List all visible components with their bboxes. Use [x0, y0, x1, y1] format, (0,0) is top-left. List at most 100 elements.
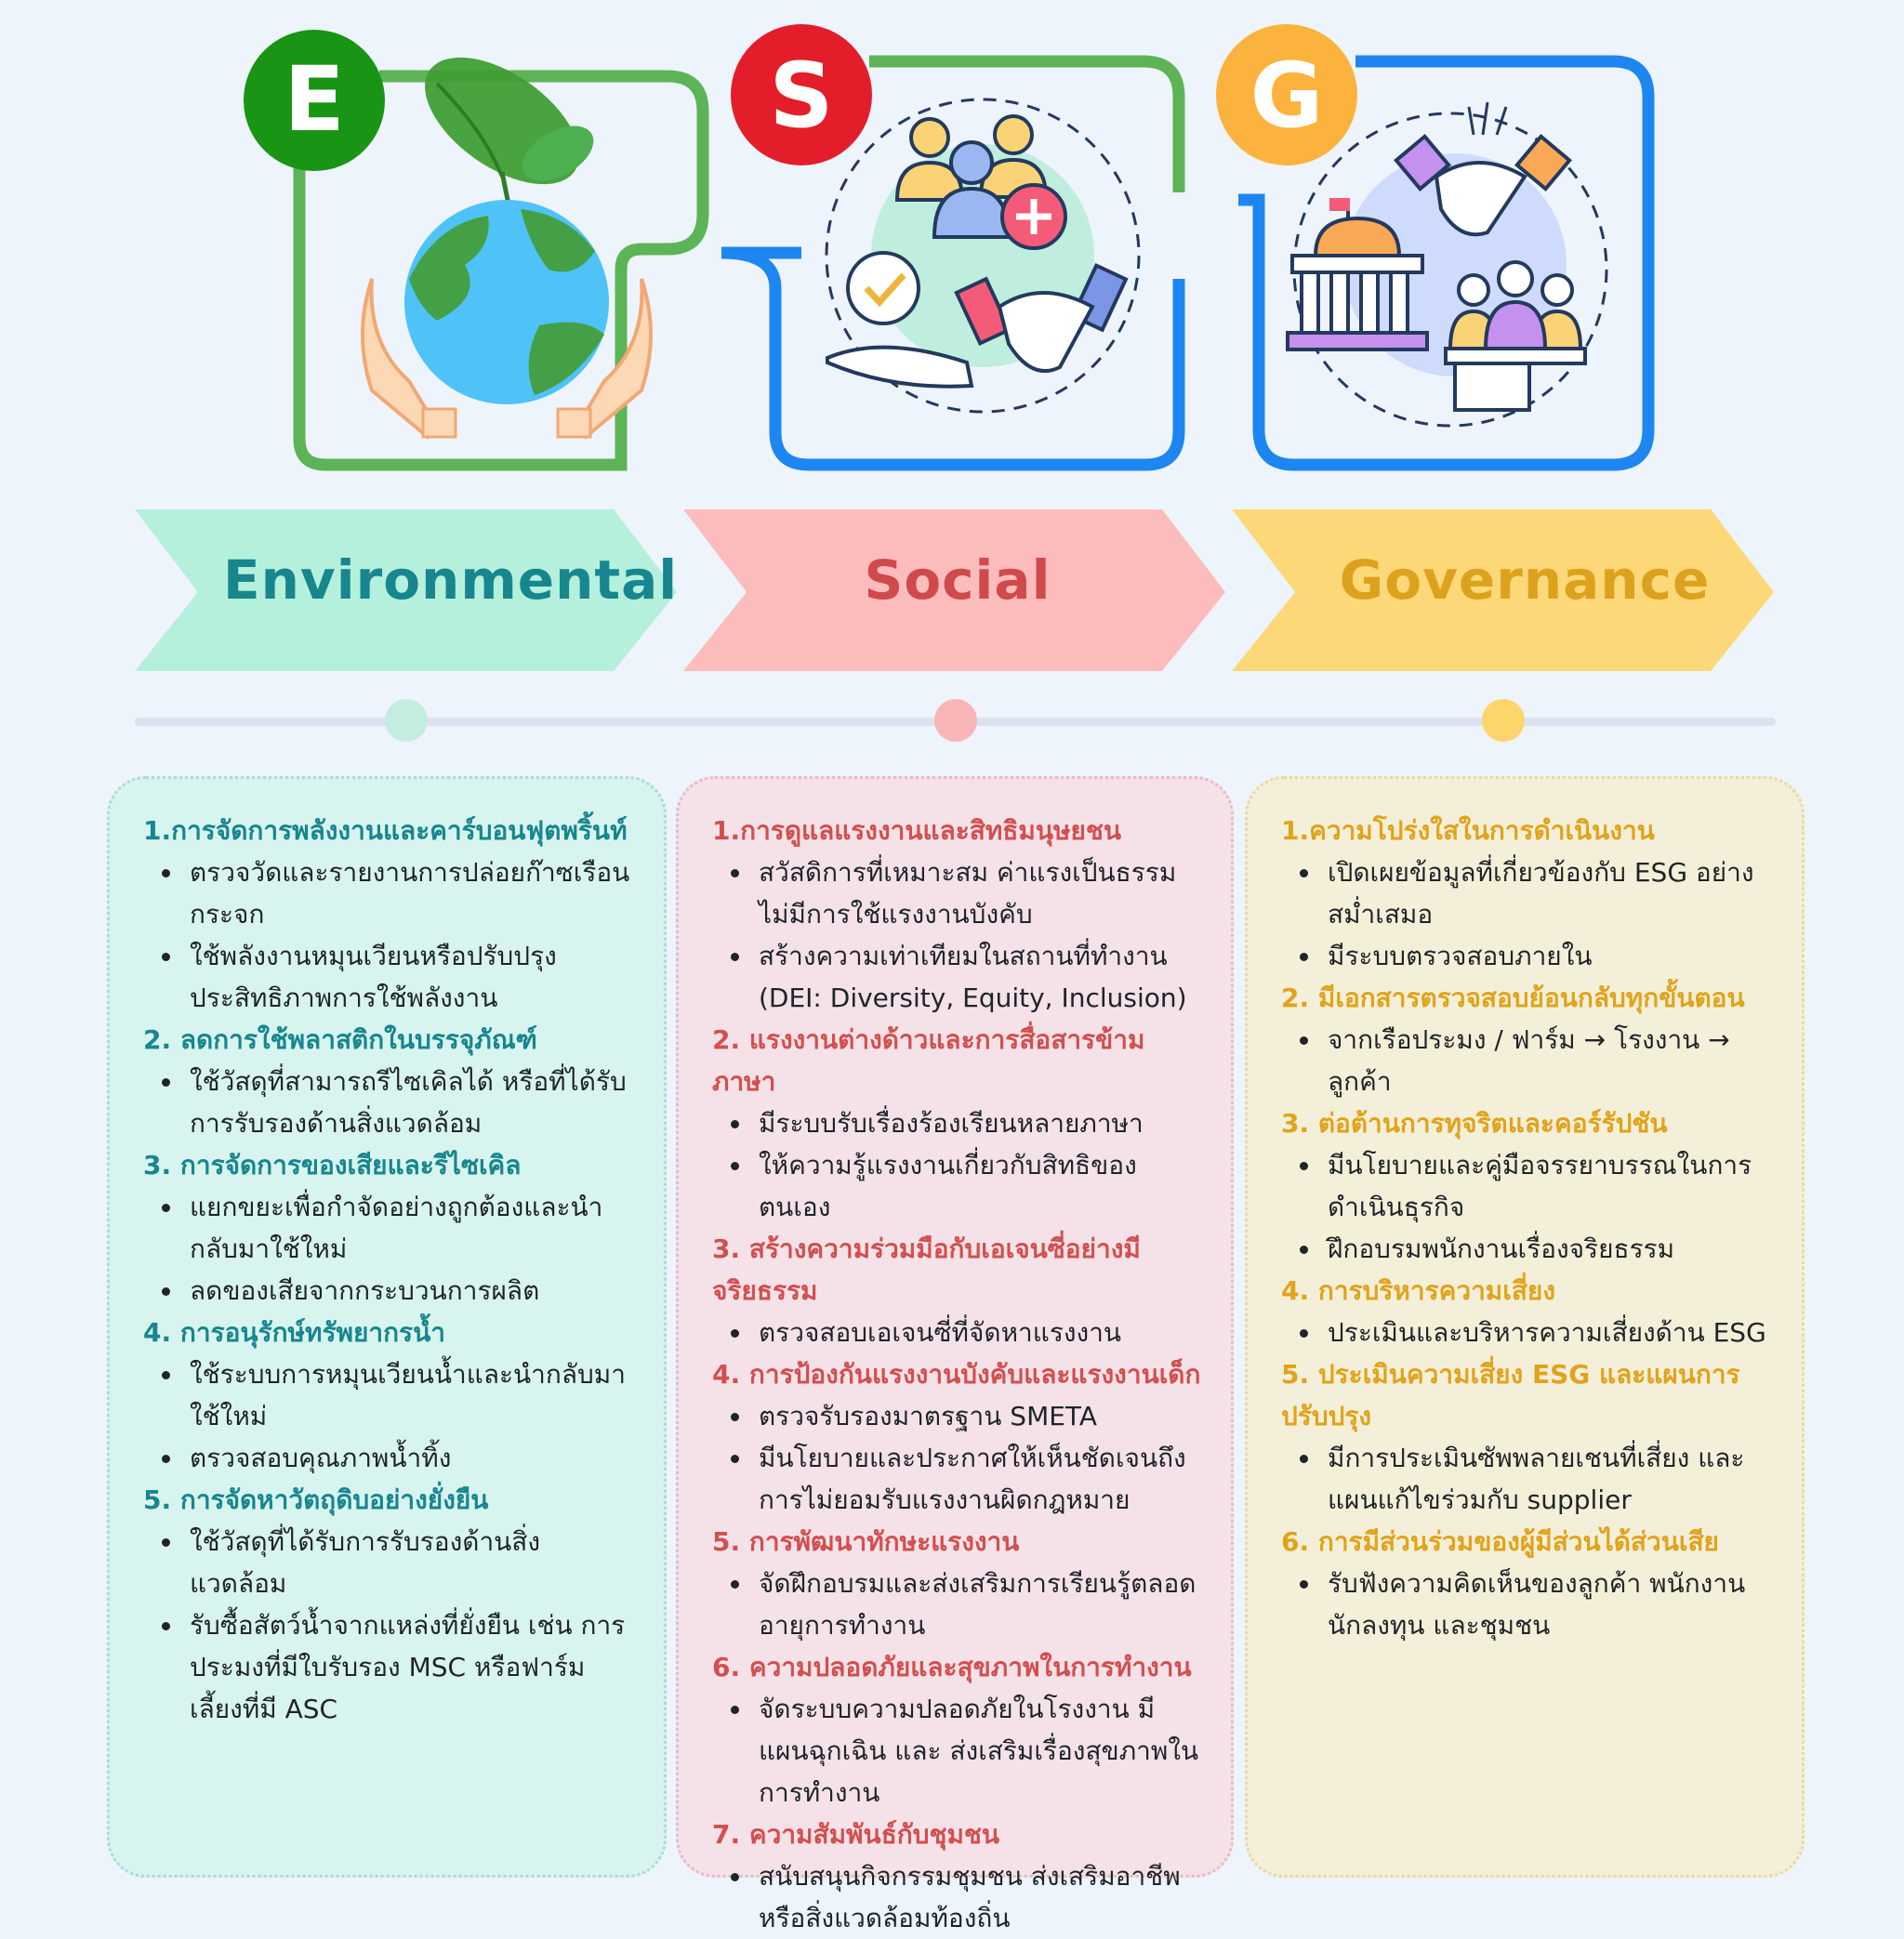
- institution-handshake-meeting-icon: [1286, 101, 1608, 428]
- section: 6. ความปลอดภัยและสุขภาพในการทำงานจัดระบบ…: [712, 1646, 1203, 1814]
- badge-e: [244, 30, 385, 171]
- section: 4. การอนุรักษ์ทรัพยากรน้ำใช้ระบบการหมุนเ…: [143, 1312, 636, 1479]
- heading-governance: Governance: [1339, 548, 1711, 612]
- bullet-item: ใช้พลังงานหมุนเวียนหรือปรับปรุงประสิทธิภ…: [162, 935, 636, 1019]
- bullet-list: จากเรือประมง / ฟาร์ม → โรงงาน → ลูกค้า: [1281, 1019, 1774, 1102]
- bullet-list: จัดระบบความปลอดภัยในโรงงาน มีแผนฉุกเฉิน …: [712, 1688, 1203, 1814]
- chevron-governance: [1232, 509, 1774, 671]
- bullet-list: เปิดเผยข้อมูลที่เกี่ยวข้องกับ ESG อย่างส…: [1281, 851, 1774, 977]
- frame-environmental: [293, 70, 709, 471]
- section-title: 4. การอนุรักษ์ทรัพยากรน้ำ: [143, 1317, 445, 1348]
- section-title: 3. สร้างความร่วมมือกับเอเจนซี่อย่างมีจริ…: [712, 1233, 1141, 1306]
- heading-environmental: Environmental: [223, 548, 679, 612]
- frame-social-top: [869, 55, 1185, 192]
- environmental-panel: 1.การจัดการพลังงานและคาร์บอนฟุตพริ้นท์ตร…: [107, 776, 667, 1878]
- bullet-list: จัดฝึกอบรมและส่งเสริมการเรียนรู้ตลอดอายุ…: [712, 1563, 1203, 1646]
- bullet-item: มีระบบตรวจสอบภายใน: [1300, 935, 1774, 977]
- bullet-list: มีการประเมินซัพพลายเชนที่เสี่ยง และแผนแก…: [1281, 1437, 1774, 1521]
- section-title: 3. การจัดการของเสียและรีไซเคิล: [143, 1150, 522, 1181]
- bullet-list: ใช้ระบบการหมุนเวียนน้ำและนำกลับมาใช้ใหม่…: [143, 1353, 636, 1479]
- section: 3. ต่อต้านการทุจริตและคอร์รัปชันมีนโยบาย…: [1281, 1102, 1774, 1270]
- section-title: 5. การพัฒนาทักษะแรงงาน: [712, 1526, 1020, 1557]
- chevron-environmental: [135, 509, 677, 671]
- bullet-item: มีระบบรับเรื่องร้องเรียนหลายภาษา: [731, 1102, 1203, 1144]
- section: 1.การดูแลแรงงานและสิทธิมนุษยชนสวัสดิการท…: [712, 810, 1203, 1019]
- badge-s-letter: S: [769, 44, 833, 148]
- section: 1.การจัดการพลังงานและคาร์บอนฟุตพริ้นท์ตร…: [143, 810, 636, 1019]
- bullet-item: จัดระบบความปลอดภัยในโรงงาน มีแผนฉุกเฉิน …: [731, 1688, 1203, 1814]
- bullet-list: ตรวจวัดและรายงานการปล่อยก๊าซเรือนกระจกใช…: [143, 851, 636, 1019]
- bullet-item: ตรวจรับรองมาตรฐาน SMETA: [731, 1395, 1203, 1437]
- section-title: 1.ความโปร่งใสในการดำเนินงาน: [1281, 815, 1655, 846]
- frame-governance: [1238, 55, 1655, 471]
- section-title: 6. การมีส่วนร่วมของผู้มีส่วนได้ส่วนเสีย: [1281, 1526, 1719, 1557]
- bullet-list: สนับสนุนกิจกรรมชุมชน ส่งเสริมอาชีพหรือสิ…: [712, 1855, 1203, 1939]
- section: 3. การจัดการของเสียและรีไซเคิลแยกขยะเพื่…: [143, 1144, 636, 1312]
- section-title: 3. ต่อต้านการทุจริตและคอร์รัปชัน: [1281, 1108, 1668, 1139]
- bullet-item: ใช้ระบบการหมุนเวียนน้ำและนำกลับมาใช้ใหม่: [162, 1353, 636, 1437]
- social-panel: 1.การดูแลแรงงานและสิทธิมนุษยชนสวัสดิการท…: [676, 776, 1234, 1933]
- bullet-item: เปิดเผยข้อมูลที่เกี่ยวข้องกับ ESG อย่างส…: [1300, 851, 1774, 935]
- planet-in-hands-icon: [361, 57, 653, 440]
- section: 1.ความโปร่งใสในการดำเนินงานเปิดเผยข้อมูล…: [1281, 810, 1774, 977]
- bullet-item: รับซื้อสัตว์น้ำจากแหล่งที่ยั่งยืน เช่น ก…: [162, 1604, 636, 1730]
- bullet-item: จากเรือประมง / ฟาร์ม → โรงงาน → ลูกค้า: [1300, 1019, 1774, 1102]
- bullet-item: มีการประเมินซัพพลายเชนที่เสี่ยง และแผนแก…: [1300, 1437, 1774, 1521]
- badge-g-letter: G: [1250, 44, 1324, 148]
- section-title: 1.การจัดการพลังงานและคาร์บอนฟุตพริ้นท์: [143, 815, 628, 846]
- bullet-list: มีนโยบายและคู่มือจรรยาบรรณในการดำเนินธุร…: [1281, 1144, 1774, 1270]
- section-title: 2. ลดการใช้พลาสติกในบรรจุภัณฑ์: [143, 1024, 537, 1055]
- section-title: 4. การบริหารความเสี่ยง: [1281, 1275, 1555, 1306]
- badge-e-letter: E: [284, 47, 345, 152]
- bullet-item: สนับสนุนกิจกรรมชุมชน ส่งเสริมอาชีพหรือสิ…: [731, 1855, 1203, 1939]
- people-care-handshake-icon: [825, 98, 1141, 414]
- section-title: 7. ความสัมพันธ์กับชุมชน: [712, 1819, 1000, 1850]
- heading-social: Social: [864, 548, 1051, 612]
- section: 5. การจัดหาวัตถุดิบอย่างยั่งยืนใช้วัสดุท…: [143, 1479, 636, 1730]
- bullet-list: แยกขยะเพื่อกำจัดอย่างถูกต้องและนำกลับมาใ…: [143, 1186, 636, 1312]
- bullet-item: สวัสดิการที่เหมาะสม ค่าแรงเป็นธรรม ไม่มี…: [731, 851, 1203, 935]
- section: 2. มีเอกสารตรวจสอบย้อนกลับทุกขั้นตอนจากเ…: [1281, 977, 1774, 1102]
- bullet-item: รับฟังความคิดเห็นของลูกค้า พนักงาน นักลง…: [1300, 1563, 1774, 1646]
- badge-s: [731, 24, 872, 165]
- section: 2. แรงงานต่างด้าวและการสื่อสารข้ามภาษามี…: [712, 1019, 1203, 1228]
- bullet-item: มีนโยบายและประกาศให้เห็นชัดเจนถึงการไม่ย…: [731, 1437, 1203, 1521]
- governance-panel: 1.ความโปร่งใสในการดำเนินงานเปิดเผยข้อมูล…: [1245, 776, 1805, 1878]
- bullet-item: มีนโยบายและคู่มือจรรยาบรรณในการดำเนินธุร…: [1300, 1144, 1774, 1228]
- bullet-item: ฝึกอบรมพนักงานเรื่องจริยธรรม: [1300, 1228, 1774, 1270]
- chevron-social: [683, 509, 1225, 671]
- bullet-item: ตรวจสอบเอเจนซี่ที่จัดหาแรงงาน: [731, 1312, 1203, 1353]
- frame-social: [721, 246, 1185, 471]
- section-title: 2. มีเอกสารตรวจสอบย้อนกลับทุกขั้นตอน: [1281, 983, 1745, 1013]
- timeline-dot-environmental: [385, 699, 428, 742]
- section-title: 2. แรงงานต่างด้าวและการสื่อสารข้ามภาษา: [712, 1024, 1145, 1097]
- bullet-list: ตรวจสอบเอเจนซี่ที่จัดหาแรงงาน: [712, 1312, 1203, 1353]
- section-title: 5. ประเมินความเสี่ยง ESG และแผนการปรับปร…: [1281, 1359, 1740, 1431]
- timeline-dot-social: [934, 699, 977, 742]
- bullet-list: รับฟังความคิดเห็นของลูกค้า พนักงาน นักลง…: [1281, 1563, 1774, 1646]
- section-title: 1.การดูแลแรงงานและสิทธิมนุษยชน: [712, 815, 1122, 846]
- bullet-list: มีระบบรับเรื่องร้องเรียนหลายภาษาให้ความร…: [712, 1102, 1203, 1228]
- section: 6. การมีส่วนร่วมของผู้มีส่วนได้ส่วนเสียร…: [1281, 1521, 1774, 1646]
- bullet-item: สร้างความเท่าเทียมในสถานที่ทำงาน (DEI: D…: [731, 935, 1203, 1019]
- bullet-item: ตรวจวัดและรายงานการปล่อยก๊าซเรือนกระจก: [162, 851, 636, 935]
- bullet-item: แยกขยะเพื่อกำจัดอย่างถูกต้องและนำกลับมาใ…: [162, 1186, 636, 1270]
- section-title: 5. การจัดหาวัตถุดิบอย่างยั่งยืน: [143, 1484, 489, 1515]
- badge-g: [1216, 24, 1357, 165]
- bullet-list: ใช้วัสดุที่ได้รับการรับรองด้านสิ่งแวดล้อ…: [143, 1521, 636, 1730]
- bullet-item: ตรวจสอบคุณภาพน้ำทิ้ง: [162, 1437, 636, 1479]
- bullet-list: ใช้วัสดุที่สามารถรีไซเคิลได้ หรือที่ได้ร…: [143, 1061, 636, 1144]
- bullet-item: ประเมินและบริหารความเสี่ยงด้าน ESG: [1300, 1312, 1774, 1353]
- section: 3. สร้างความร่วมมือกับเอเจนซี่อย่างมีจริ…: [712, 1228, 1203, 1353]
- section: 5. ประเมินความเสี่ยง ESG และแผนการปรับปร…: [1281, 1353, 1774, 1521]
- bullet-item: ใช้วัสดุที่ได้รับการรับรองด้านสิ่งแวดล้อ…: [162, 1521, 636, 1604]
- bullet-item: จัดฝึกอบรมและส่งเสริมการเรียนรู้ตลอดอายุ…: [731, 1563, 1203, 1646]
- section: 4. การป้องกันแรงงานบังคับและแรงงานเด็กตร…: [712, 1353, 1203, 1521]
- section: 4. การบริหารความเสี่ยงประเมินและบริหารคว…: [1281, 1270, 1774, 1353]
- section: 5. การพัฒนาทักษะแรงงานจัดฝึกอบรมและส่งเส…: [712, 1521, 1203, 1646]
- bullet-item: ให้ความรู้แรงงานเกี่ยวกับสิทธิของตนเอง: [731, 1144, 1203, 1228]
- section-title: 4. การป้องกันแรงงานบังคับและแรงงานเด็ก: [712, 1359, 1201, 1390]
- bullet-item: ใช้วัสดุที่สามารถรีไซเคิลได้ หรือที่ได้ร…: [162, 1061, 636, 1144]
